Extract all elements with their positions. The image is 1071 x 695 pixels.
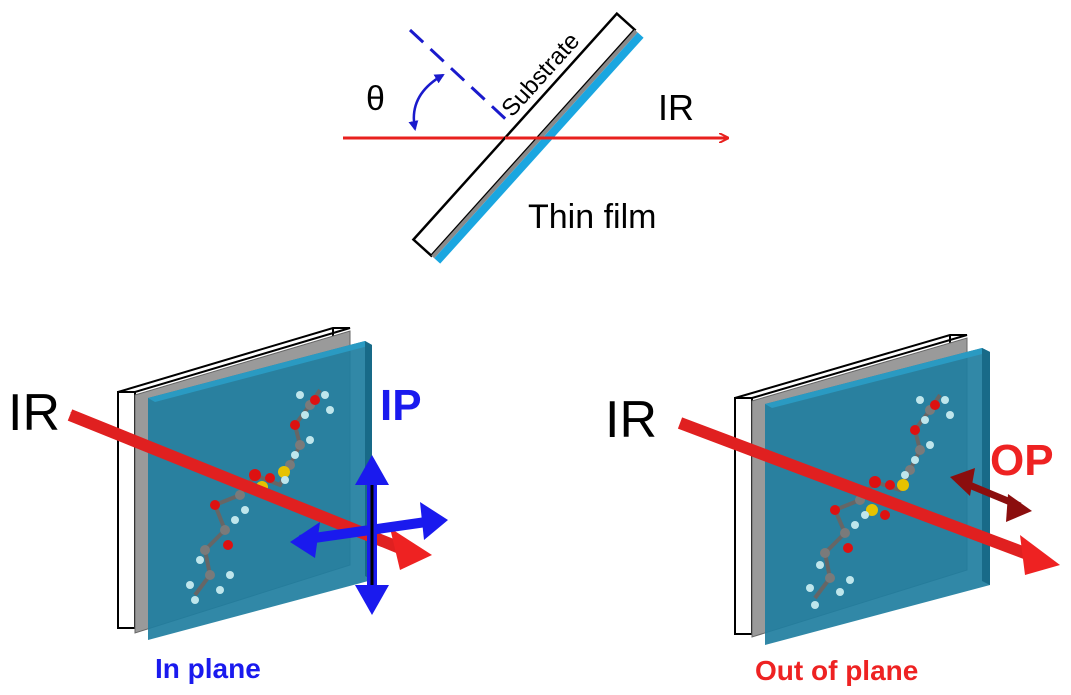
right-op-arrows (950, 468, 1032, 522)
thin-film-layer (434, 32, 644, 264)
right-ir-arrowhead (1020, 535, 1060, 575)
theta-label: θ (366, 80, 385, 118)
right-ir-label: IR (605, 391, 657, 449)
out-of-plane-caption: Out of plane (755, 655, 918, 686)
theta-angle-arc (408, 73, 445, 131)
in-plane-polarization-label: IP (380, 381, 422, 430)
top-diagram: θ Substrate IR Thin film (343, 11, 728, 264)
right-molecule (806, 393, 954, 609)
top-ir-label: IR (658, 87, 694, 128)
left-molecule (186, 388, 334, 604)
right-panel: IR OP Out of plane (605, 334, 1060, 686)
left-ip-arrows (290, 455, 448, 615)
in-plane-caption: In plane (155, 653, 261, 684)
left-panel: IR IP In plane (8, 327, 448, 684)
left-ir-label: IR (8, 384, 60, 442)
interface-layer (431, 29, 638, 259)
thin-film-label: Thin film (528, 198, 656, 236)
left-ir-arrowhead (390, 528, 432, 570)
right-ir-beam (677, 417, 1033, 561)
surface-normal-dashed (408, 28, 514, 127)
out-of-plane-polarization-label: OP (990, 436, 1054, 485)
